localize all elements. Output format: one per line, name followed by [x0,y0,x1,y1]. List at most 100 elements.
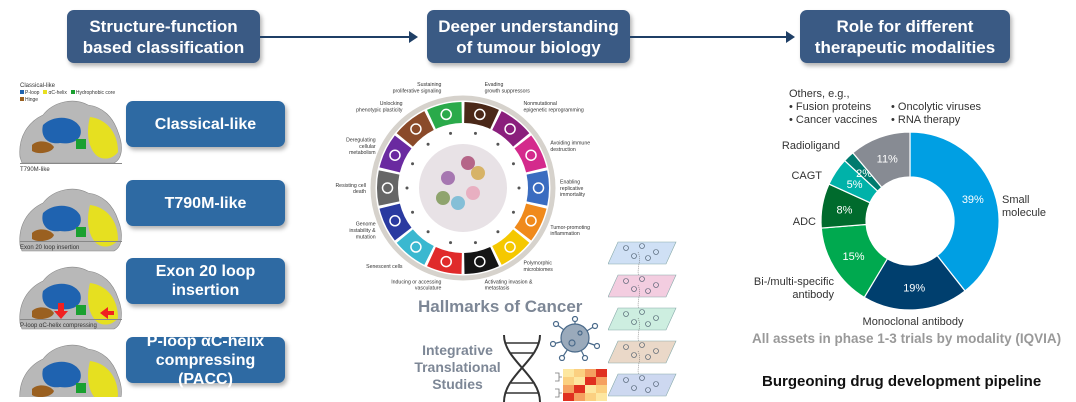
image-label: Exon 20 loop insertion [20,245,80,251]
network-node [631,253,637,259]
hallmark-label-line: microbiomes [523,267,553,273]
protein-surface [19,188,122,252]
alpha-c-helix [88,361,118,397]
heatmap-cell [574,377,585,385]
divider [20,319,122,320]
others-item-text: RNA therapy [897,114,961,126]
t790m-like-button[interactable]: T790M-like [126,180,285,226]
hallmark-glyph-icon [474,255,486,268]
hinge [32,307,54,320]
hallmark-glyph-icon [389,149,401,161]
heatmap-cell [596,377,607,385]
arrow-right-icon [630,31,795,43]
classical-like-button[interactable]: Classical-like [126,101,285,147]
inward-arrow-icon [517,186,521,190]
hallmark-segment [526,170,549,206]
protein-surface [19,266,122,330]
network-layer [608,307,677,331]
hallmark-label-line: Enabling [560,180,580,186]
heatmap-cell [585,385,596,393]
hallmark-glyph-icon [474,108,486,121]
alpha-c-helix [88,117,118,159]
protein-surface [19,344,122,397]
hallmark-label-line: Resisting cell [335,183,366,189]
hallmark-segment [379,135,412,173]
hinge [32,385,54,397]
label-line: Translational [414,359,501,375]
hallmark-segment [492,111,530,147]
network-node [645,354,651,360]
pacc-button[interactable]: P-loop αC-helix compressing (PACC) [126,333,285,388]
legend-title: Classical-like [20,83,56,89]
image-label: P-loop αC-helix compressing [20,323,97,329]
exon20-button[interactable]: Exon 20 loop insertion [126,258,285,304]
network-node [639,309,645,315]
inward-arrow-icon [405,186,409,190]
others-note-title: Others, e.g., [789,88,850,100]
hallmark-label-line: death [353,189,366,195]
category-label-line: Monoclonal antibody [863,316,964,328]
hallmark-label-line: Evading [485,82,504,88]
header-line: Deeper understanding [438,16,619,36]
legend-item: Hydrophobic core [70,90,115,96]
hallmark-segment [427,247,462,274]
inward-arrow-icon [496,230,500,234]
pipeline-caption: Burgeoning drug development pipeline [762,373,1042,390]
heatmap-cell [563,393,574,401]
network-node [623,278,629,284]
hallmark-label-line: Nonmutational [523,101,556,107]
integrative-studies-label: Integrative Translational Studies [410,342,505,393]
slice-value-label: 5% [847,179,863,191]
tumour-cell [436,191,450,205]
p-loop [42,283,81,310]
network-node [653,315,659,321]
network-node [653,282,659,288]
heatmap-cell [596,369,607,377]
hallmark-segment [514,203,547,241]
heatmap-cell [563,385,574,393]
category-label: ADC [793,216,816,228]
alpha-c-helix [88,205,118,247]
arrow-right-icon [260,31,418,43]
category-label-line: Radioligand [782,140,840,152]
hallmark-glyph-icon [440,108,452,121]
hallmark-label-line: Senescent cells [366,264,403,270]
hallmark-label-line: inflammation [550,231,580,237]
network-node [631,319,637,325]
slice-value-label: 39% [962,194,984,206]
hallmark-segment [396,229,434,265]
network-node [639,243,645,249]
network-node [639,276,645,282]
hallmarks-title: Hallmarks of Cancer [418,297,583,316]
header-line: Structure-function [89,16,238,36]
network-node [623,377,629,383]
network-layer [608,340,677,364]
network-node [645,288,651,294]
p-loop [42,117,81,144]
hydrophobic-core [76,305,86,315]
network-node [631,352,637,358]
heatmap-cell [596,393,607,401]
inward-arrow-icon [411,162,415,166]
inward-arrow-icon [473,241,477,245]
others-item-text: Fusion proteins [795,101,872,113]
network-node [653,348,659,354]
hallmark-label: Activating invasion &metastasis [485,279,533,291]
inward-arrow-icon [449,131,453,135]
category-label: CAGT [791,170,822,182]
label-line: Integrative [422,342,493,358]
slice-value-label: 11% [877,154,898,166]
network-node [623,245,629,251]
hinge [32,141,54,154]
hallmark-label-line: metastasis [485,286,510,292]
hallmark-label-line: proliferative signaling [393,89,442,95]
